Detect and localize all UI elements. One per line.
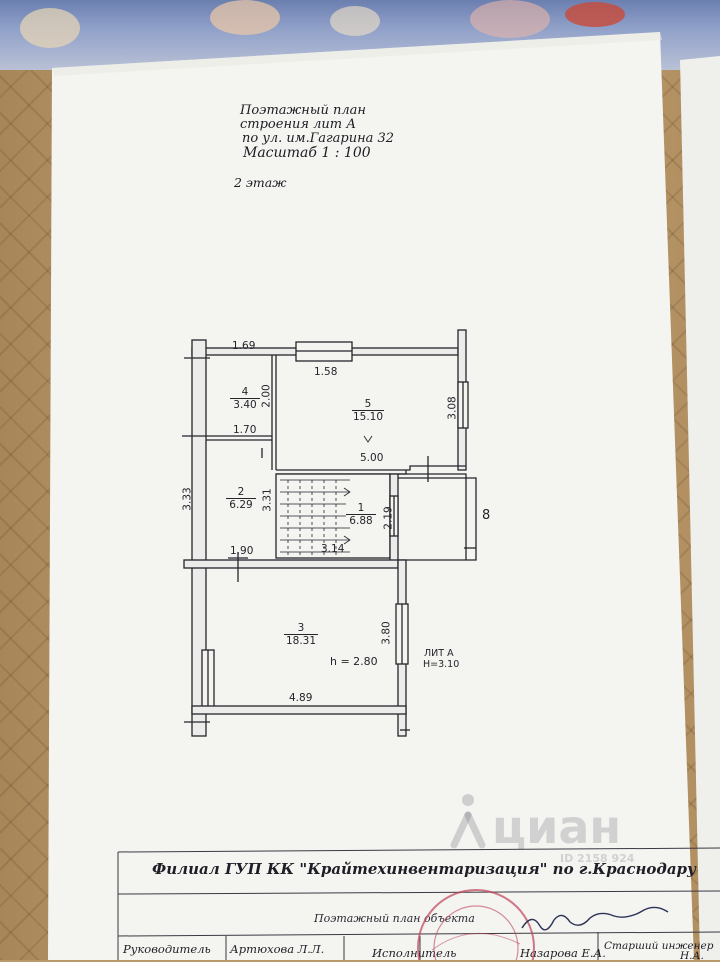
dim-room5-500: 5.00 [360,452,384,464]
dim-room4-170: 1.70 [233,424,257,436]
room-number: 2 [237,486,245,498]
room-number: 3 [297,622,305,634]
header-floor: 2 этаж [234,175,287,190]
fabric-background [0,0,720,70]
room-area: 6.29 [226,498,256,511]
room-area: 18.31 [284,634,318,647]
footer-subtitle: Поэтажный план объекта [314,912,475,925]
watermark-brand: циан [492,800,622,854]
header-line-3: по ул. им.Гагарина 32 [242,131,395,146]
room-4-label: 4 3.40 [230,386,260,411]
ceiling-height: h = 2.80 [330,655,378,668]
lit-label: ЛИТ А [424,648,454,659]
watermark-id: ID 2158 924 [560,852,635,865]
room-3-label: 3 18.31 [284,622,318,647]
footer-senior-name: Н.А. [680,950,704,962]
header-line-2: строения лит А [240,117,357,132]
room-area: 3.40 [230,398,260,411]
dim-room2-190: 1.90 [230,545,254,557]
header-scale: Масштаб 1 : 100 [243,145,371,161]
footer-head-name: Артюхова Л.Л. [230,942,325,956]
room-number: 4 [241,386,249,398]
footer-senior-label: Старший инженер [604,940,714,952]
dim-top-169: 1.69 [232,340,256,352]
room-number: 5 [364,398,372,410]
room-2-label: 2 6.29 [226,486,256,511]
dim-top-158: 1.58 [314,366,338,378]
dim-room3-489: 4.89 [289,692,313,704]
room-area: 6.88 [346,514,376,527]
header-line-1: Поэтажный план [240,103,366,118]
lit-height: Н=3.10 [423,659,460,670]
footer-organization: Филиал ГУП КК "Крайтехинвентаризация" по… [152,860,697,878]
room-area: 15.10 [352,410,384,423]
room-1-label: 1 6.88 [346,502,376,527]
dim-room1-314: 3.14 [321,543,345,555]
room-5-label: 5 15.10 [352,398,384,423]
footer-head-label: Руководитель [123,942,211,956]
footer-exec-name: Назарова Е.А. [520,946,606,960]
mark-8: 8 [482,508,491,523]
room-number: 1 [357,502,365,514]
